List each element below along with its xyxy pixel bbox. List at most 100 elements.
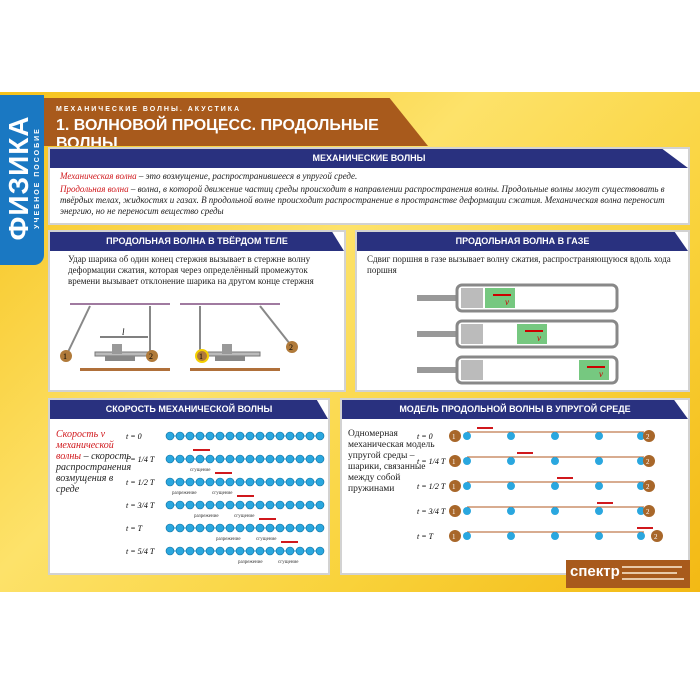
particle	[551, 482, 559, 490]
particle	[245, 454, 255, 464]
panel-heading: МЕХАНИЧЕСКИЕ ВОЛНЫ	[50, 149, 688, 168]
compression-label: сгущение	[234, 514, 255, 519]
particle	[175, 546, 185, 556]
particle	[225, 431, 235, 441]
ball-label: 1	[452, 533, 456, 541]
ball-2	[643, 430, 655, 442]
time-label: t = 1/4 T	[126, 455, 155, 464]
particle	[305, 454, 315, 464]
piston-illustration: vvv	[417, 283, 619, 385]
compression-label: сгущение	[212, 491, 233, 496]
particle	[551, 457, 559, 465]
particle	[507, 432, 515, 440]
particle	[235, 523, 245, 533]
particle	[295, 477, 305, 487]
particle	[315, 546, 325, 556]
particle	[295, 454, 305, 464]
particle	[285, 500, 295, 510]
particle	[637, 482, 645, 490]
piston	[461, 324, 483, 344]
page-title: 1. ВОЛНОВОЙ ПРОЦЕСС. ПРОДОЛЬНЫЕ ВОЛНЫ	[56, 117, 379, 152]
particle	[551, 507, 559, 515]
particle	[463, 532, 471, 540]
ball-1	[449, 455, 461, 467]
time-label: t = 0	[126, 432, 142, 441]
particle	[265, 523, 275, 533]
ball-label: 1	[63, 352, 67, 361]
particle	[275, 431, 285, 441]
particle	[215, 477, 225, 487]
particle	[215, 431, 225, 441]
ball-1	[449, 430, 461, 442]
panel-solid: ПРОДОЛЬНАЯ ВОЛНА В ТВЁРДОМ ТЕЛЕ Удар шар…	[48, 230, 346, 392]
ball-1	[449, 530, 461, 542]
compression-zone	[485, 288, 515, 308]
velocity-label: v	[599, 369, 603, 379]
subject-subtitle: УЧЕБНОЕ ПОСОБИЕ	[34, 127, 41, 229]
term: Скорость v механической волны	[56, 429, 114, 462]
panel-text: Одномерная механическая модель упругой с…	[348, 429, 435, 494]
particle	[205, 477, 215, 487]
particle	[305, 431, 315, 441]
length-label: l	[122, 327, 125, 337]
time-label: t = 3/4 T	[417, 507, 446, 516]
panel-heading: ПРОДОЛЬНАЯ ВОЛНА В ГАЗЕ	[357, 232, 688, 251]
particle	[295, 500, 305, 510]
ball-label: 2	[654, 533, 658, 541]
velocity-label: v	[505, 297, 509, 307]
particle	[205, 523, 215, 533]
particle	[275, 500, 285, 510]
particle	[255, 454, 265, 464]
particle	[235, 477, 245, 487]
panel-heading: СКОРОСТЬ МЕХАНИЧЕСКОЙ ВОЛНЫ	[50, 400, 328, 419]
particle	[175, 500, 185, 510]
ball-label: 2	[646, 508, 650, 516]
particle	[295, 523, 305, 533]
particle	[265, 546, 275, 556]
ball-2	[651, 530, 663, 542]
particle	[215, 523, 225, 533]
particle	[255, 546, 265, 556]
particle	[195, 546, 205, 556]
time-label: t = 3/4 T	[126, 501, 155, 510]
compression-zone	[517, 324, 547, 344]
ball-1	[449, 505, 461, 517]
compression-label: сгущение	[278, 560, 299, 565]
particle	[595, 507, 603, 515]
particle	[195, 500, 205, 510]
panel-heading: ПРОДОЛЬНАЯ ВОЛНА В ТВЁРДОМ ТЕЛЕ	[50, 232, 344, 251]
particle	[507, 457, 515, 465]
particle	[225, 500, 235, 510]
section-title: МЕХАНИЧЕСКИЕ ВОЛНЫ. АКУСТИКА	[56, 106, 242, 113]
particle	[185, 523, 195, 533]
panel-speed: СКОРОСТЬ МЕХАНИЧЕСКОЙ ВОЛНЫ Скорость v м…	[48, 398, 330, 575]
ball-label: 2	[646, 458, 650, 466]
term: Продольная волна	[60, 184, 129, 194]
particle	[185, 431, 195, 441]
particle	[235, 431, 245, 441]
particle	[225, 477, 235, 487]
particle	[245, 500, 255, 510]
rarefaction-label: разрежение	[172, 491, 197, 496]
piston-rod	[417, 367, 457, 373]
particle	[255, 500, 265, 510]
particle	[255, 523, 265, 533]
particle	[275, 546, 285, 556]
time-label: t = 5/4 T	[126, 547, 155, 556]
particle	[637, 507, 645, 515]
particle	[165, 454, 175, 464]
time-label: t = T	[417, 532, 434, 541]
ball-label: 1	[452, 508, 456, 516]
panel-model: МОДЕЛЬ ПРОДОЛЬНОЙ ВОЛНЫ В УПРУГОЙ СРЕДЕ …	[340, 398, 690, 575]
particle	[305, 500, 315, 510]
time-label: t = 0	[417, 432, 433, 441]
particle	[507, 532, 515, 540]
panel-gas: ПРОДОЛЬНАЯ ВОЛНА В ГАЗЕ Сдвиг поршня в г…	[355, 230, 690, 392]
compression-label: сгущение	[190, 468, 211, 473]
particle	[265, 431, 275, 441]
particle	[245, 431, 255, 441]
particle	[637, 532, 645, 540]
particle	[285, 477, 295, 487]
